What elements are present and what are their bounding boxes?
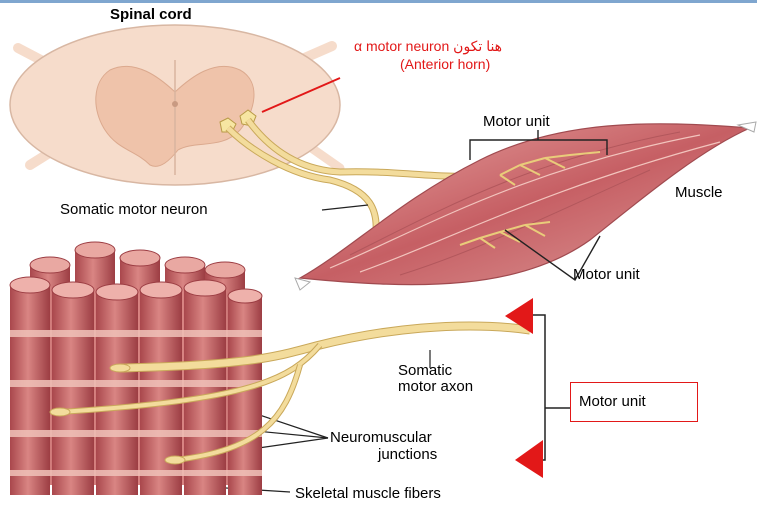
- motor-unit-boxed-label: Motor unit: [570, 382, 698, 422]
- neuromuscular-junctions-label-line1: Neuromuscular: [330, 429, 432, 446]
- muscle-label: Muscle: [675, 184, 723, 201]
- alpha-motor-neuron-label: α motor neuron هنا تكون: [354, 38, 502, 55]
- somatic-motor-axon-label-line2: motor axon: [398, 378, 473, 395]
- somatic-motor-axon-label-line1: Somatic: [398, 362, 452, 379]
- anterior-horn-label: (Anterior horn): [400, 56, 490, 72]
- motor-unit-side-bracket: [530, 315, 570, 460]
- motor-unit-top-label: Motor unit: [483, 113, 550, 130]
- red-triangle-marker-bottom: [515, 440, 543, 478]
- motor-unit-mid-label: Motor unit: [573, 266, 640, 283]
- spinal-cord-label: Spinal cord: [110, 6, 192, 23]
- somatic-motor-neuron-label: Somatic motor neuron: [60, 201, 208, 218]
- skeletal-muscle-fibers-label: Skeletal muscle fibers: [295, 485, 441, 502]
- neuromuscular-junctions-label-line2: junctions: [378, 446, 437, 463]
